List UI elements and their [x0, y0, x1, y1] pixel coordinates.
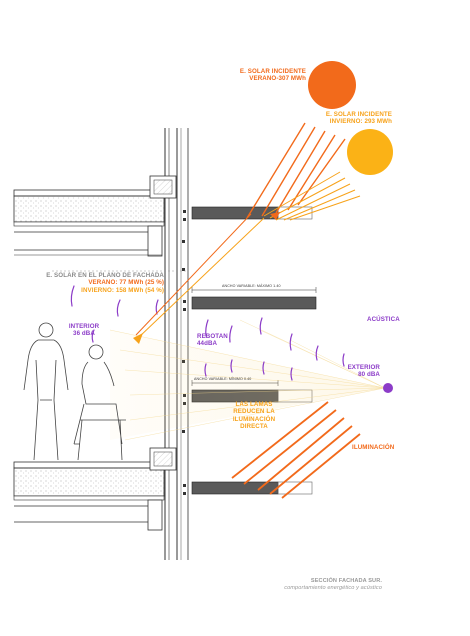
exterior-label: EXTERIOR 80 dBA: [336, 364, 380, 379]
louver-note-2: REDUCEN LA: [233, 408, 275, 416]
winter-sun-title: E. SOLAR INCIDENTE: [325, 111, 392, 118]
upper-slab: [13, 189, 165, 257]
summer-sun-icon: [308, 61, 356, 109]
summer-rays: [135, 122, 346, 336]
exterior-title: EXTERIOR: [347, 364, 380, 371]
dimension-max-label: ANCHO VARIABLE: MÁXIMO 1.40: [222, 284, 281, 288]
ray-arrows: [133, 212, 280, 344]
winter-sun-icon: [347, 129, 393, 175]
interior-title: INTERIOR: [68, 323, 100, 330]
dimension-min-label: ANCHO VARIABLE: MÍNIMO 0.40: [194, 377, 252, 381]
louvers: [191, 206, 317, 495]
summer-sun-value: VERANO-307 MWh: [249, 75, 306, 83]
louver-note-3: ILUMINACIÓN: [232, 415, 276, 423]
acoustic-label: ACÚSTICA: [367, 316, 400, 323]
louver-note-4: DIRECTA: [240, 423, 268, 431]
lighting-rays: [231, 401, 361, 499]
facade-title: E. SOLAR EN EL PLANO DE FACHADA: [46, 272, 164, 279]
summer-sun-label: E. SOLAR INCIDENTE VERANO-307 MWh: [210, 68, 306, 83]
louver-2: [191, 296, 317, 310]
summer-sun-title: E. SOLAR INCIDENTE: [239, 68, 306, 75]
louver-1: [191, 206, 279, 220]
rebotan-value: 44dBA: [197, 340, 218, 348]
lighting-label: ILUMINACIÓN: [352, 444, 395, 451]
rebotan-label: REBOTAN 44dBA: [197, 333, 228, 348]
winter-rays: [137, 171, 361, 339]
caption-title: SECCIÓN FACHADA SUR.: [310, 578, 382, 584]
acoustic-rays: [70, 285, 393, 441]
interior-label: INTERIOR 36 dBA: [62, 323, 106, 338]
caption-subtitle: comportamiento energético y acústico: [284, 585, 382, 592]
facade-winter: INVIERNO: 158 MWh (54 %): [81, 286, 164, 294]
winter-sun-value: INVIERNO: 293 MWh: [329, 118, 392, 126]
facade-summer: VERANO: 77 MWh (25 %): [88, 279, 164, 287]
louver-note: LAS LAMAS REDUCEN LA ILUMINACIÓN DIRECTA: [224, 401, 284, 431]
sound-source-icon: [383, 383, 393, 393]
facade-label: E. SOLAR EN EL PLANO DE FACHADA VERANO: …: [40, 272, 164, 294]
exterior-value: 80 dBA: [358, 371, 380, 379]
person-standing-icon: [23, 322, 69, 461]
louver-note-1: LAS LAMAS: [235, 401, 273, 408]
caption: SECCIÓN FACHADA SUR. comportamiento ener…: [262, 578, 382, 593]
winter-sun-label: E. SOLAR INCIDENTE INVIERNO: 293 MWh: [300, 111, 392, 126]
rebotan-title: REBOTAN: [197, 333, 228, 340]
lower-slab: [13, 461, 165, 531]
person-seated-icon: [73, 344, 126, 461]
interior-value: 36 dBA: [73, 330, 95, 338]
